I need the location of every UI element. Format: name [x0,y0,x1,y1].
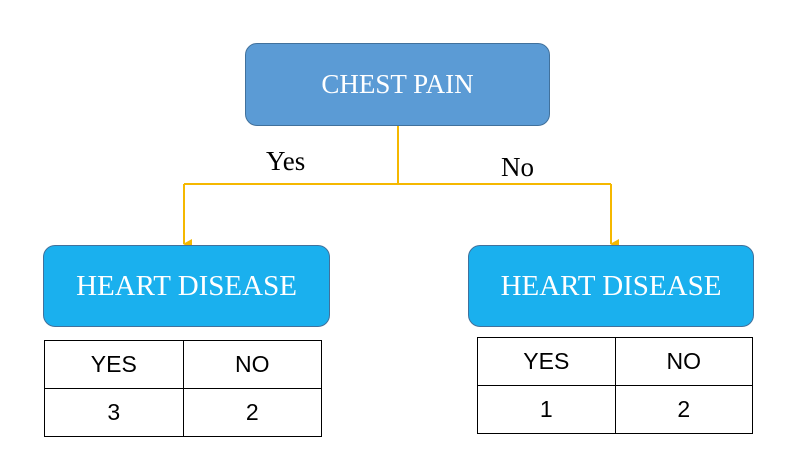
table-row: 1 2 [477,385,754,434]
table-header-row: YES NO [477,337,754,386]
table-header-cell: NO [614,337,754,386]
edge-label-no: No [501,152,534,182]
left-count-table: YES NO 3 2 [44,340,323,437]
table-value-cell: 2 [614,385,754,434]
leaf-node-right: HEART DISEASE [468,245,754,327]
table-value-cell: 2 [182,388,323,437]
table-value-cell: 3 [44,388,184,437]
leaf-node-left-label: HEART DISEASE [76,269,297,302]
table-header-cell: YES [44,340,184,389]
table-value-cell: 1 [477,385,616,434]
root-node-label: CHEST PAIN [321,69,474,99]
table-header-cell: NO [182,340,323,389]
table-header-cell: YES [477,337,616,386]
table-row: 3 2 [44,388,323,437]
table-header-row: YES NO [44,340,323,389]
root-node-chest-pain: CHEST PAIN [245,43,550,126]
right-count-table: YES NO 1 2 [477,337,754,434]
edge-label-yes: Yes [266,146,306,176]
leaf-node-left: HEART DISEASE [43,245,330,327]
leaf-node-right-label: HEART DISEASE [500,269,722,302]
